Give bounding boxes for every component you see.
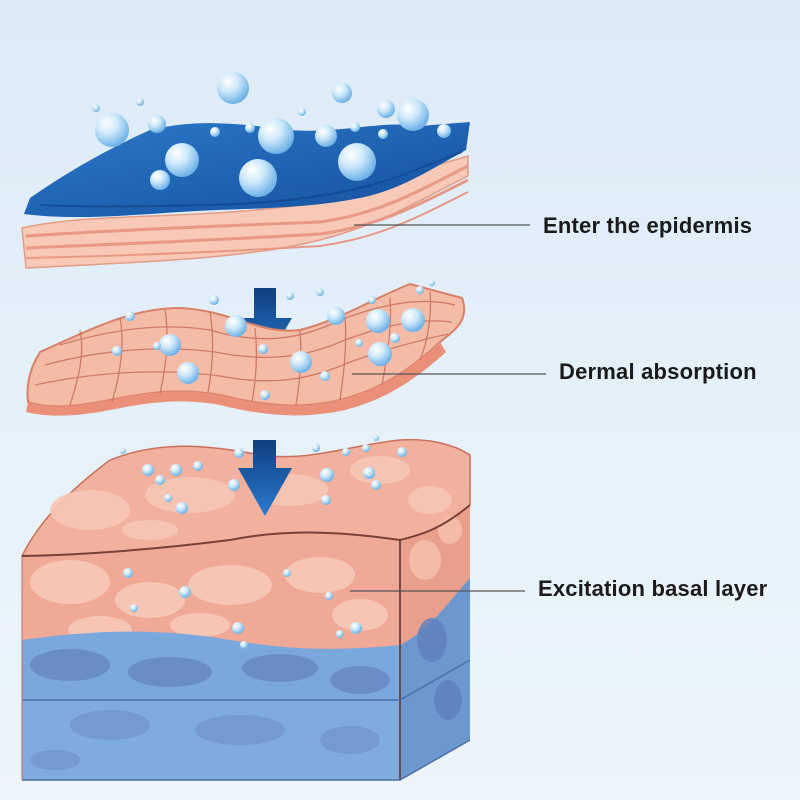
droplet-bubble-icon	[240, 641, 248, 649]
droplet-bubble-icon	[350, 622, 362, 634]
droplet-bubble-icon	[239, 159, 277, 197]
droplet-bubble-icon	[332, 83, 352, 103]
droplet-bubble-icon	[153, 342, 161, 350]
droplet-bubble-icon	[179, 586, 191, 598]
droplet-bubble-icon	[336, 630, 344, 638]
droplet-bubble-icon	[350, 122, 360, 132]
droplet-bubble-icon	[258, 118, 294, 154]
droplet-bubble-icon	[362, 444, 370, 452]
droplet-bubble-icon	[312, 444, 320, 452]
droplet-bubble-icon	[170, 464, 182, 476]
droplet-bubble-icon	[210, 127, 220, 137]
droplet-bubble-icon	[150, 170, 170, 190]
droplet-bubble-icon	[209, 295, 219, 305]
droplet-bubble-icon	[366, 309, 390, 333]
droplet-bubble-icon	[234, 448, 244, 458]
droplet-bubble-icon	[165, 143, 199, 177]
droplet-bubble-icon	[416, 286, 424, 294]
droplet-bubble-icon	[283, 569, 291, 577]
droplet-bubble-icon	[159, 334, 181, 356]
droplet-bubble-icon	[397, 99, 429, 131]
droplet-bubble-icon	[176, 502, 188, 514]
droplet-bubble-icon	[315, 125, 337, 147]
arrow-down-icon	[238, 288, 292, 364]
droplet-bubble-icon	[397, 447, 407, 457]
label-enter-epidermis: Enter the epidermis	[543, 213, 753, 238]
epidermis-layer	[21, 122, 470, 269]
droplet-bubble-icon	[373, 435, 379, 441]
water-bubbles-middle	[112, 280, 435, 400]
droplet-bubble-icon	[232, 622, 244, 634]
droplet-bubble-icon	[125, 311, 135, 321]
droplet-bubble-icon	[377, 100, 395, 118]
droplet-bubble-icon	[390, 333, 400, 343]
droplet-bubble-icon	[258, 344, 268, 354]
droplet-bubble-icon	[290, 351, 312, 373]
droplet-bubble-icon	[286, 292, 294, 300]
arrow-down-icon	[238, 440, 292, 516]
label-dermal-absorption: Dermal absorption	[559, 359, 757, 384]
droplet-bubble-icon	[260, 390, 270, 400]
dermis-layer	[26, 282, 466, 416]
droplet-bubble-icon	[401, 308, 425, 332]
label-excitation-basal-layer: Excitation basal layer	[538, 576, 768, 601]
droplet-bubble-icon	[355, 339, 363, 347]
droplet-bubble-icon	[92, 104, 100, 112]
droplet-bubble-icon	[95, 113, 129, 147]
droplet-bubble-icon	[320, 468, 334, 482]
skin-block-layer	[20, 438, 471, 781]
droplet-bubble-icon	[342, 448, 350, 456]
droplet-bubble-icon	[327, 307, 345, 325]
droplet-bubble-icon	[130, 604, 138, 612]
droplet-bubble-icon	[164, 494, 172, 502]
droplet-bubble-icon	[371, 480, 381, 490]
droplet-bubble-icon	[193, 461, 203, 471]
water-bubbles-top	[92, 72, 451, 197]
droplet-bubble-icon	[320, 371, 330, 381]
droplet-bubble-icon	[155, 475, 165, 485]
droplet-bubble-icon	[321, 495, 331, 505]
droplet-bubble-icon	[136, 98, 144, 106]
droplet-bubble-icon	[363, 467, 375, 479]
droplet-bubble-icon	[225, 315, 247, 337]
droplet-bubble-icon	[378, 129, 388, 139]
droplet-bubble-icon	[316, 288, 324, 296]
droplet-bubble-icon	[437, 124, 451, 138]
droplet-bubble-icon	[368, 342, 392, 366]
droplet-bubble-icon	[429, 280, 435, 286]
droplet-bubble-icon	[112, 346, 122, 356]
droplet-bubble-icon	[148, 115, 166, 133]
droplet-bubble-icon	[338, 143, 376, 181]
water-bubbles-bottom	[120, 435, 407, 649]
droplet-bubble-icon	[228, 479, 240, 491]
droplet-bubble-icon	[217, 72, 249, 104]
droplet-bubble-icon	[325, 592, 333, 600]
droplet-bubble-icon	[245, 123, 255, 133]
droplet-bubble-icon	[142, 464, 154, 476]
droplet-bubble-icon	[120, 448, 126, 454]
droplet-bubble-icon	[368, 296, 376, 304]
droplet-bubble-icon	[177, 362, 199, 384]
droplet-bubble-icon	[123, 568, 133, 578]
droplet-bubble-icon	[298, 108, 306, 116]
